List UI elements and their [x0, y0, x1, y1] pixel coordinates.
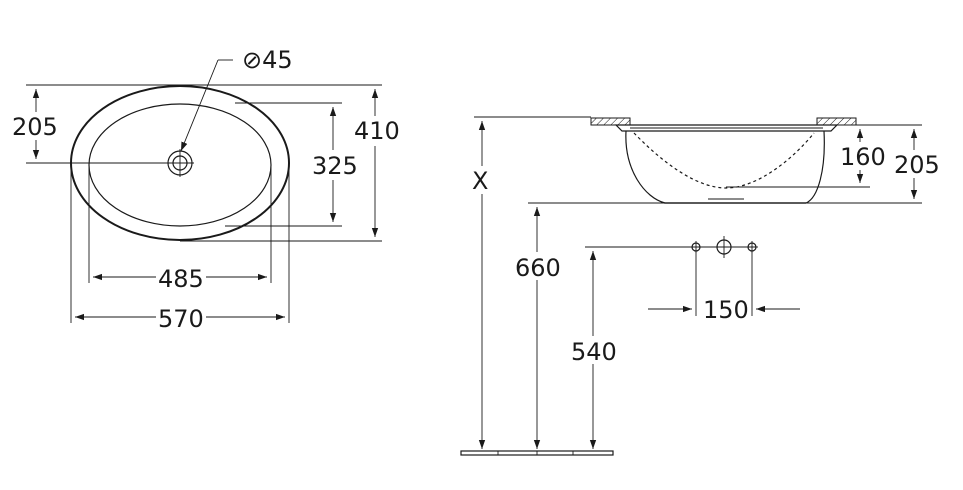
dim-150: 150 [703, 296, 749, 324]
countertop-right [816, 117, 857, 126]
dim-540: 540 [571, 338, 617, 366]
tap-fixture-right [746, 241, 758, 253]
basin-rim [614, 124, 839, 132]
countertop-left [590, 117, 631, 126]
hole-diameter-label: ⊘45 [242, 46, 293, 74]
dim-160: 160 [840, 143, 886, 171]
inner-bowl-hidden-line [633, 132, 815, 189]
basin-bowl-profile [625, 130, 825, 204]
dim-410: 410 [354, 117, 400, 145]
dim-570: 570 [158, 305, 204, 333]
dim-205-side-view: 205 [894, 151, 940, 179]
dim-325: 325 [312, 152, 358, 180]
top-view: ⊘45 205 325 410 485 570 [10, 46, 400, 333]
dim-660: 660 [515, 254, 561, 282]
side-view: 160 205 X 660 540 [460, 116, 940, 456]
tap-fixture-left [690, 241, 702, 253]
dim-485: 485 [158, 265, 204, 293]
dim-x: X [472, 167, 488, 195]
dim-205-top-view: 205 [12, 113, 58, 141]
tap-fixture-center [713, 236, 735, 258]
